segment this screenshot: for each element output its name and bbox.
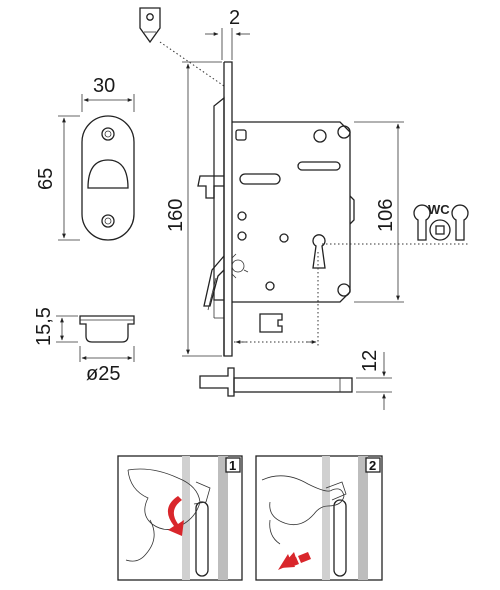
faceplate-thickness-dimension	[205, 28, 250, 60]
strike-plate	[81, 115, 135, 241]
key-leader-line	[159, 41, 225, 87]
strike-height-dimension	[58, 115, 80, 241]
strike-height-label: 65	[35, 168, 57, 190]
flush-pull	[79, 315, 135, 343]
pull-diameter-dimension	[79, 346, 135, 362]
bolt-offset-dimension	[356, 352, 392, 410]
step-2-number: 2	[369, 458, 376, 473]
step-1-panel	[117, 455, 243, 581]
square-spindle-symbol	[259, 313, 283, 333]
step-1-number: 1	[229, 458, 236, 473]
wc-label: WC	[428, 202, 450, 217]
bolt-side-view	[199, 367, 353, 397]
key-icon	[139, 7, 161, 44]
faceplate-length-dimension	[182, 61, 222, 357]
hook-latch	[197, 175, 224, 199]
faceplate-thickness-label: 2	[229, 7, 240, 29]
release-lever	[203, 255, 225, 311]
strike-width-dimension	[81, 94, 135, 112]
case-height-label: 106	[375, 199, 397, 232]
bolt-offset-label: 12	[359, 350, 381, 372]
pull-height-label: 15,5	[33, 307, 55, 346]
pull-height-dimension	[56, 315, 78, 343]
lock-case	[231, 121, 355, 303]
step-2-panel	[255, 455, 383, 581]
rotate-arrow-icon	[167, 496, 184, 536]
faceplate	[213, 61, 233, 357]
faceplate-length-label: 160	[165, 199, 187, 232]
strike-width-label: 30	[93, 75, 115, 97]
pull-diameter-label: ø25	[86, 363, 120, 385]
case-height-dimension	[354, 121, 404, 303]
wc-keyhole-symbol	[413, 204, 469, 241]
slide-arrow-icon	[278, 552, 311, 570]
